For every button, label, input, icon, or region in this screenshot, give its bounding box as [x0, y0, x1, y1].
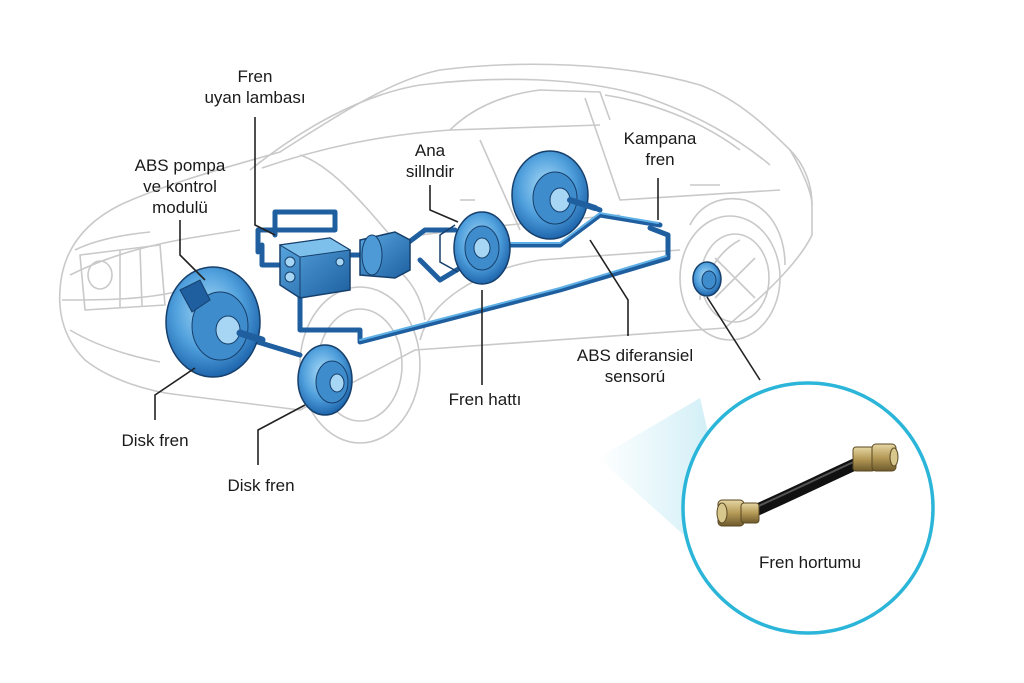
- label-line: uyan lambası: [204, 88, 306, 107]
- label-line: modulü: [152, 198, 208, 217]
- label-line: fren: [645, 150, 675, 169]
- front-disc-brake: [165, 266, 266, 378]
- master-cylinder: [439, 211, 511, 285]
- label-kampana-fren: Kampana fren: [610, 128, 710, 170]
- leader-lines: [154, 117, 761, 465]
- label-line: Fren: [237, 67, 273, 86]
- label-abs-sensor: ABS diferansiel sensorú: [565, 345, 705, 387]
- rear-right-hub: [692, 261, 722, 297]
- label-line: sensorú: [604, 367, 666, 386]
- label-line: Kampana: [623, 129, 697, 148]
- label-disk-fren-front: Disk fren: [121, 431, 189, 450]
- callout-circle: [681, 381, 935, 635]
- rear-disc-brake: [297, 344, 353, 416]
- drum-brake: [511, 150, 598, 240]
- abs-module: [278, 237, 352, 299]
- label-fren-uyan-lambasi: Fren uyan lambası: [195, 66, 315, 108]
- label-fren-hatti: Fren hattı: [448, 390, 522, 409]
- brake-booster: [359, 231, 411, 279]
- brake-hose: [716, 443, 899, 527]
- label-line: sillndir: [405, 162, 455, 181]
- label-fren-hortumu: Fren hortumu: [758, 553, 862, 572]
- label-abs-pompa: ABS pompa ve kontrol modulü: [120, 155, 240, 218]
- label-line: Ana: [414, 141, 446, 160]
- car-wheels: [299, 198, 786, 444]
- label-ana-silindir: Ana sillndir: [380, 140, 480, 182]
- label-line: ABS pompa: [134, 156, 226, 175]
- label-line: ve kontrol: [143, 177, 217, 196]
- label-line: ABS diferansiel: [576, 346, 694, 365]
- label-disk-fren-rear: Disk fren: [227, 476, 295, 495]
